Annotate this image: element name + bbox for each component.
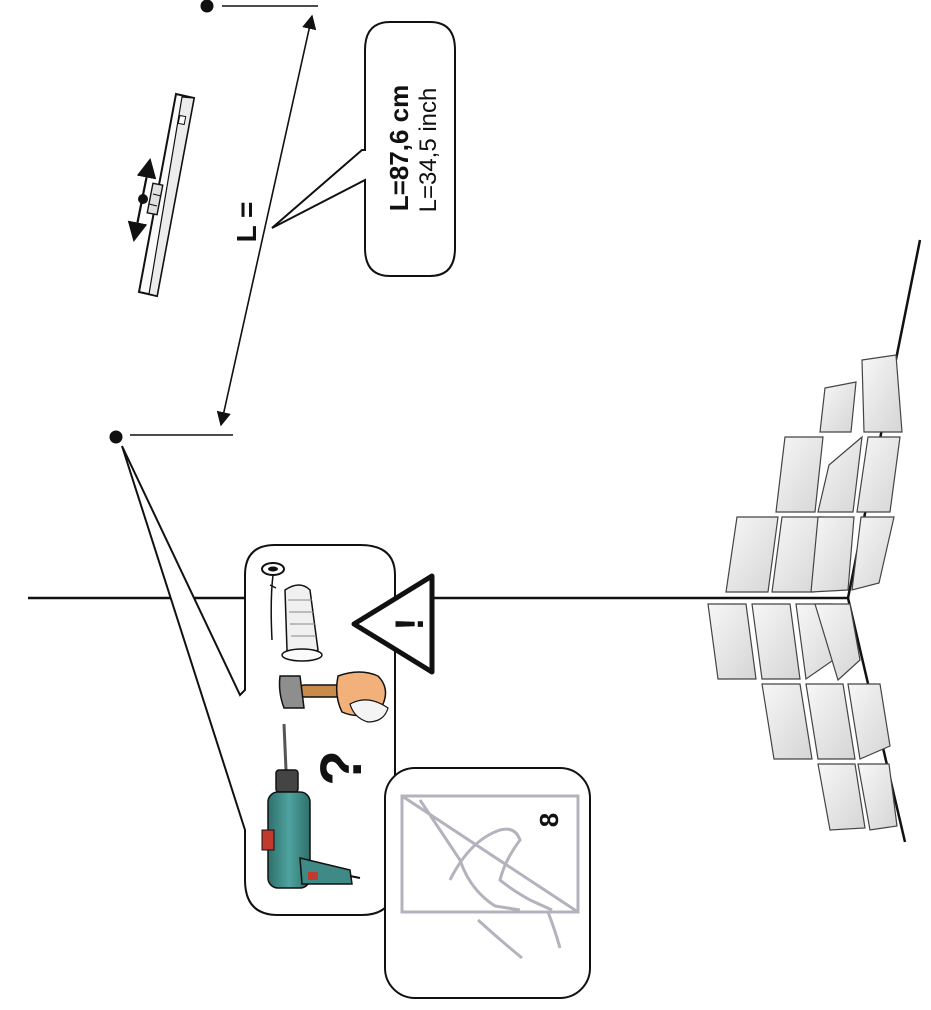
spirit-level-icon — [127, 92, 196, 298]
measure-point-bottom — [109, 430, 123, 444]
sticker-count: 8 — [534, 813, 564, 827]
measurement-value-inch: L=34,5 inch — [415, 88, 442, 213]
measurement-value-cm: L=87,6 cm — [384, 85, 414, 211]
hammer-icon — [278, 671, 389, 723]
adhesive-sticker-icon — [400, 794, 580, 960]
sticker-callout — [384, 767, 591, 999]
drill-icon — [261, 723, 361, 889]
measure-point-top — [200, 0, 214, 13]
dimension-line — [130, 5, 318, 436]
warning-triangle-icon — [351, 573, 435, 675]
question-mark: ? — [309, 750, 374, 785]
screw-icon — [261, 562, 285, 641]
tools-callout — [121, 445, 396, 916]
measurement-callout — [271, 21, 456, 277]
wall-plug-icon — [281, 584, 323, 662]
tiled-wall-corner — [707, 354, 903, 831]
dimension-label: L = — [231, 202, 262, 243]
warning-mark: ! — [388, 617, 432, 630]
